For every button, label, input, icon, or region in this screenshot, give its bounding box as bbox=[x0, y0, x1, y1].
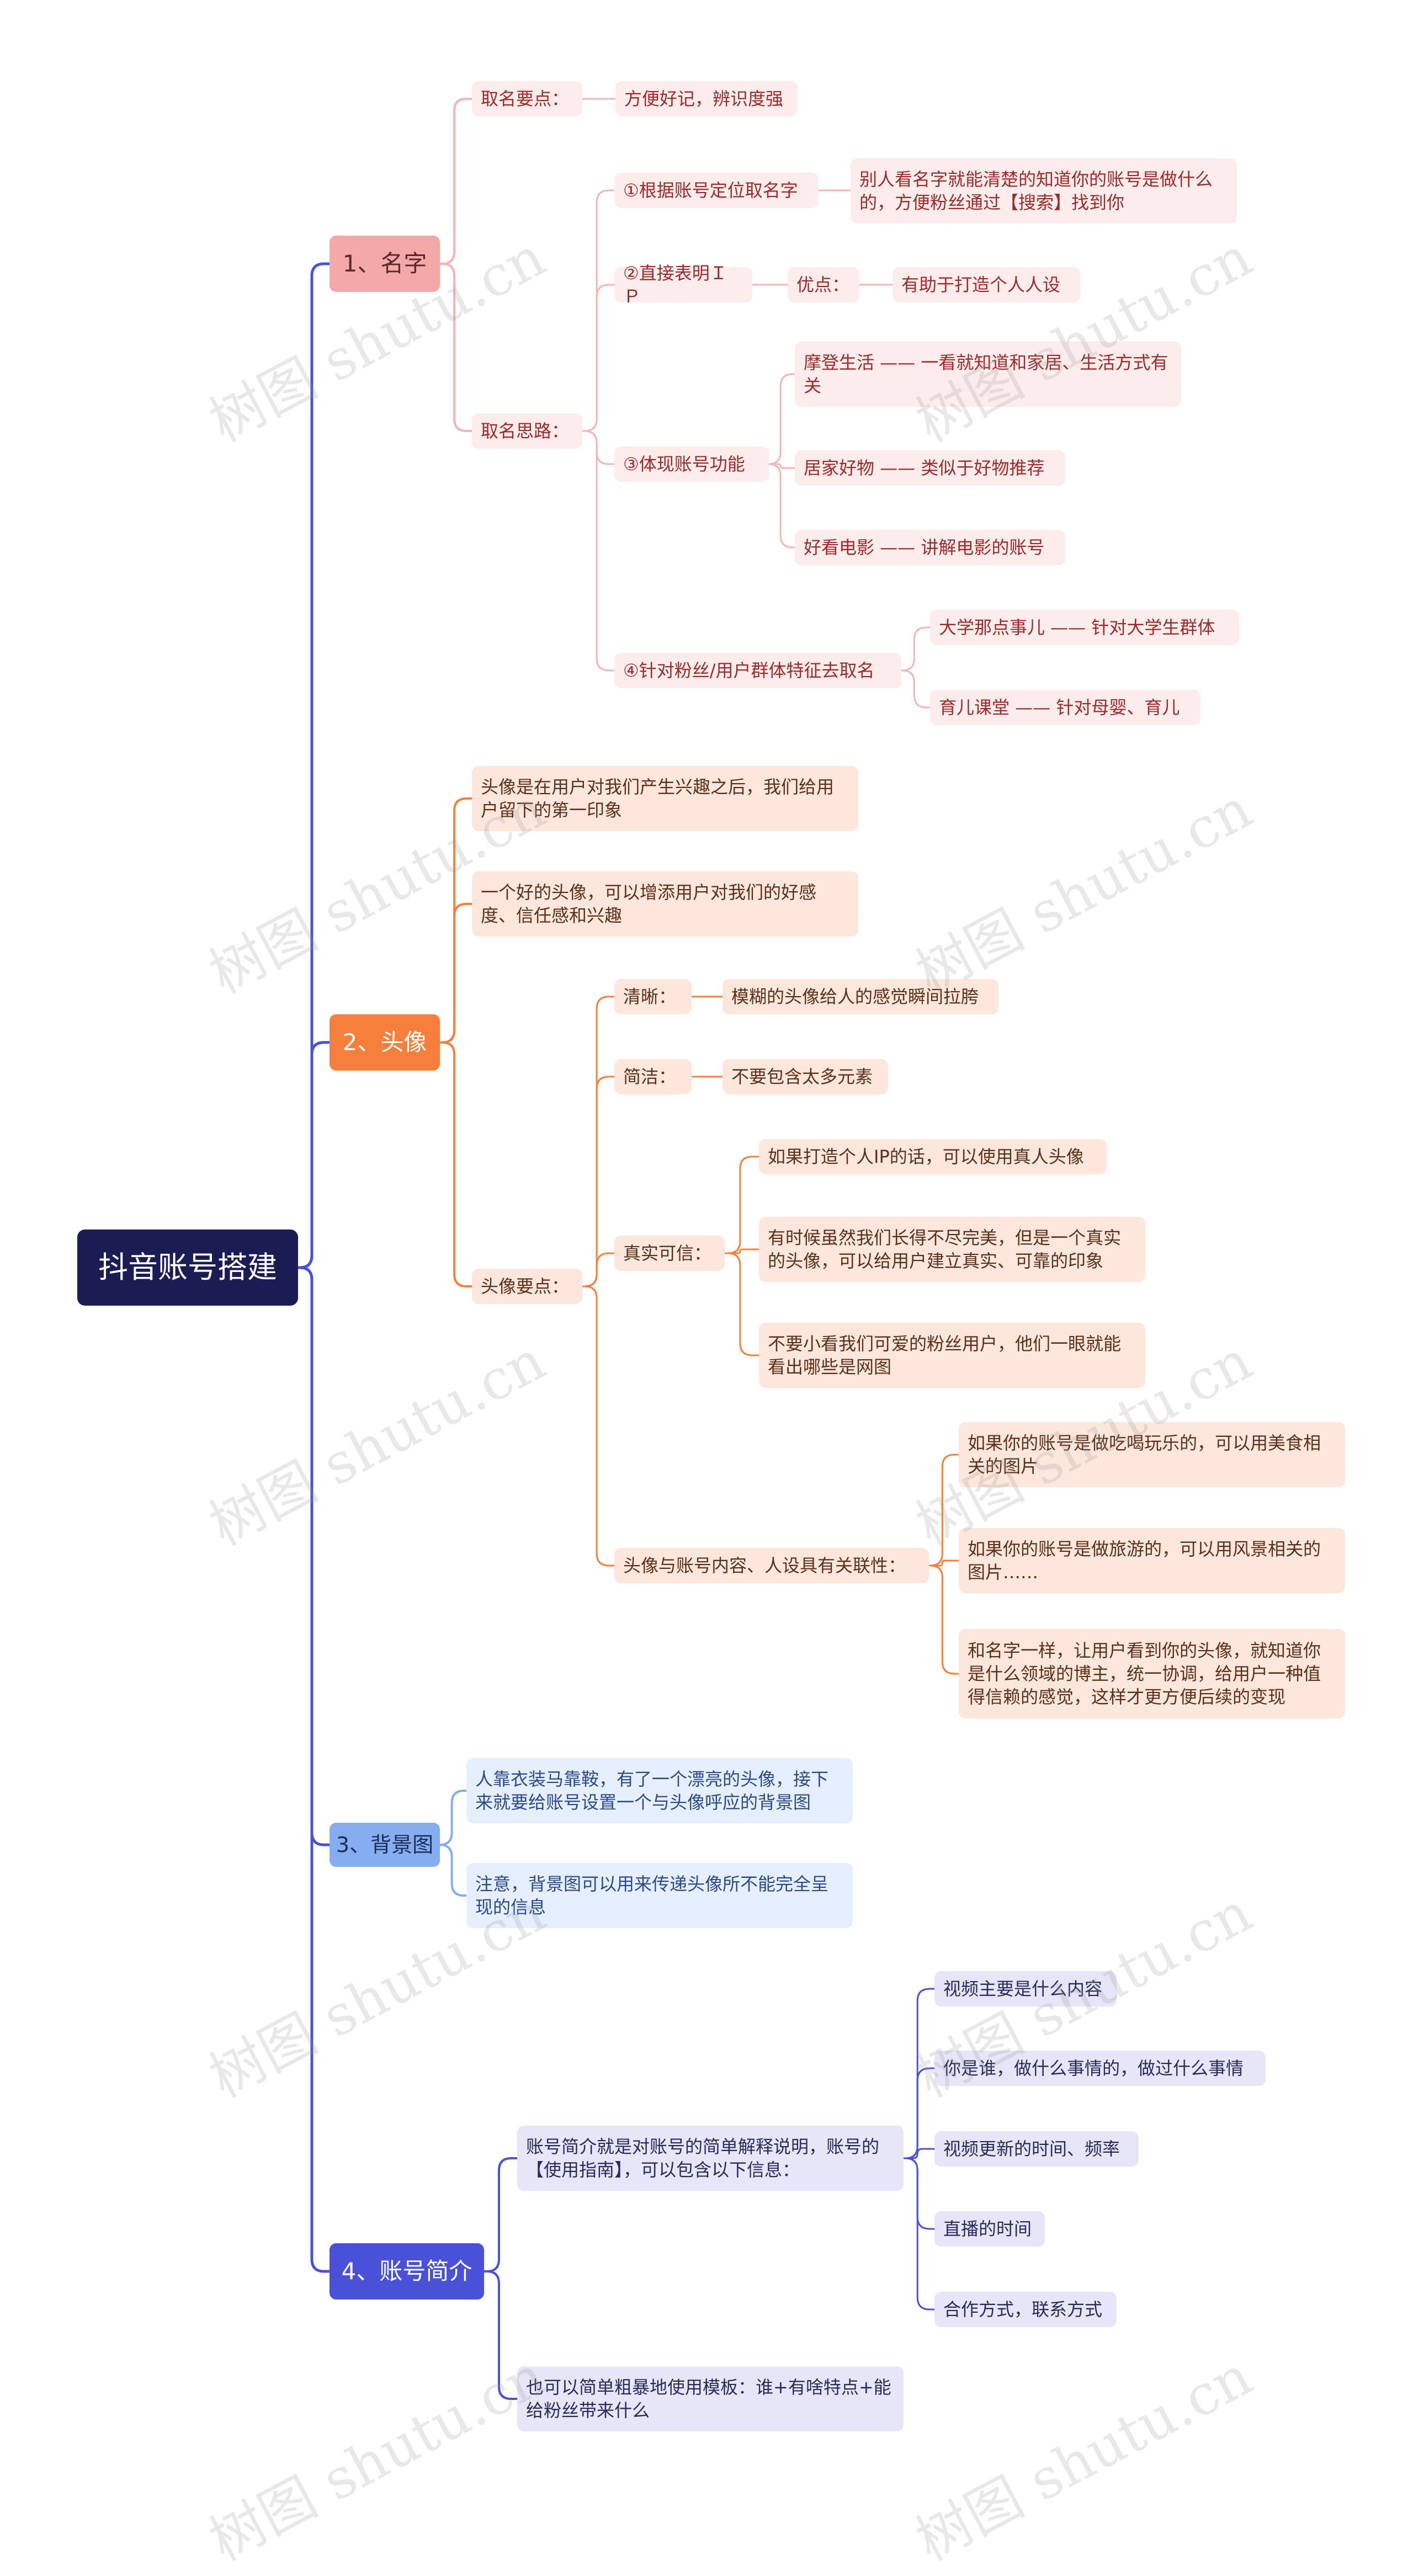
bio-definition: 账号简介就是对账号的简单解释说明，账号的【使用指南】，可以包含以下信息： bbox=[517, 2126, 904, 2191]
avatar-simple-desc: 不要包含太多元素 bbox=[723, 1059, 888, 1094]
avatar-relevance: 头像与账号内容、人设具有关联性： bbox=[614, 1548, 929, 1583]
function-example-modern-life: 摩登生活 —— 一看就知道和家居、生活方式有关 bbox=[795, 342, 1181, 407]
avatar-authentic: 真实可信： bbox=[614, 1236, 725, 1271]
bio-item-who: 你是谁，做什么事情的，做过什么事情 bbox=[934, 2051, 1266, 2086]
branch-background: 3、背景图 bbox=[330, 1823, 440, 1867]
idea-show-function: ③体现账号功能 bbox=[614, 446, 769, 482]
background-note: 注意，背景图可以用来传递头像所不能完全呈现的信息 bbox=[466, 1863, 853, 1928]
idea-by-positioning: ①根据账号定位取名字 bbox=[614, 173, 819, 208]
bio-item-content: 视频主要是什么内容 bbox=[934, 1971, 1117, 2006]
avatar-first-impression: 头像是在用户对我们产生兴趣之后，我们给用户留下的第一印象 bbox=[472, 766, 858, 831]
authentic-fans-notice: 不要小看我们可爱的粉丝用户，他们一眼就能看出哪些是网图 bbox=[759, 1323, 1145, 1388]
avatar-good-effect: 一个好的头像，可以增添用户对我们的好感度、信任感和兴趣 bbox=[472, 871, 858, 936]
idea-by-positioning-desc: 别人看名字就能清楚的知道你的账号是做什么的，方便粉丝通过【搜索】找到你 bbox=[851, 158, 1237, 223]
connector-lines bbox=[296, 98, 960, 2400]
root-node: 抖音账号搭建 bbox=[77, 1230, 298, 1306]
relevance-food: 如果你的账号是做吃喝玩乐的，可以用美食相关的图片 bbox=[959, 1422, 1345, 1487]
ip-advantage-value: 有助于打造个人人设 bbox=[893, 267, 1080, 302]
name-ideas: 取名思路： bbox=[472, 413, 582, 449]
bio-item-schedule: 视频更新的时间、频率 bbox=[934, 2131, 1139, 2167]
branch-name: 1、名字 bbox=[330, 236, 440, 292]
avatar-clear-desc: 模糊的头像给人的感觉瞬间拉胯 bbox=[723, 979, 998, 1014]
authentic-real-photo: 如果打造个人IP的话，可以使用真人头像 bbox=[759, 1139, 1107, 1174]
authentic-real-impression: 有时候虽然我们长得不尽完美，但是一个真实的头像，可以给用户建立真实、可靠的印象 bbox=[759, 1217, 1145, 1282]
avatar-clear: 清晰： bbox=[614, 979, 692, 1014]
function-example-home-goods: 居家好物 —— 类似于好物推荐 bbox=[795, 450, 1065, 486]
name-key-points: 取名要点： bbox=[472, 81, 582, 116]
function-example-movies: 好看电影 —— 讲解电影的账号 bbox=[795, 530, 1065, 565]
branch-bio: 4、账号简介 bbox=[330, 2243, 484, 2300]
bio-item-contact: 合作方式，联系方式 bbox=[934, 2292, 1117, 2327]
relevance-consistency: 和名字一样，让用户看到你的头像，就知道你是什么领域的博主，统一协调，给用户一种值… bbox=[959, 1629, 1345, 1718]
background-intro: 人靠衣装马靠鞍，有了一个漂亮的头像，接下来就要给账号设置一个与头像呼应的背景图 bbox=[466, 1758, 853, 1823]
relevance-travel: 如果你的账号是做旅游的，可以用风景相关的图片…… bbox=[959, 1528, 1345, 1593]
audience-example-college: 大学那点事儿 —— 针对大学生群体 bbox=[930, 610, 1239, 645]
idea-by-audience: ④针对粉丝/用户群体特征去取名 bbox=[614, 653, 901, 688]
branch-avatar: 2、头像 bbox=[330, 1014, 440, 1071]
bio-template: 也可以简单粗暴地使用模板：谁+有啥特点+能给粉丝带来什么 bbox=[517, 2366, 904, 2431]
idea-show-ip: ②直接表明ＩＰ bbox=[614, 263, 752, 307]
avatar-simple: 简洁： bbox=[614, 1059, 692, 1094]
audience-example-parenting: 育儿课堂 —— 针对母婴、育儿 bbox=[930, 690, 1200, 725]
avatar-key-points: 头像要点： bbox=[472, 1269, 582, 1304]
bio-item-live: 直播的时间 bbox=[934, 2211, 1045, 2247]
ip-advantage-label: 优点： bbox=[788, 267, 859, 302]
name-easy-remember: 方便好记，辨识度强 bbox=[615, 81, 798, 116]
